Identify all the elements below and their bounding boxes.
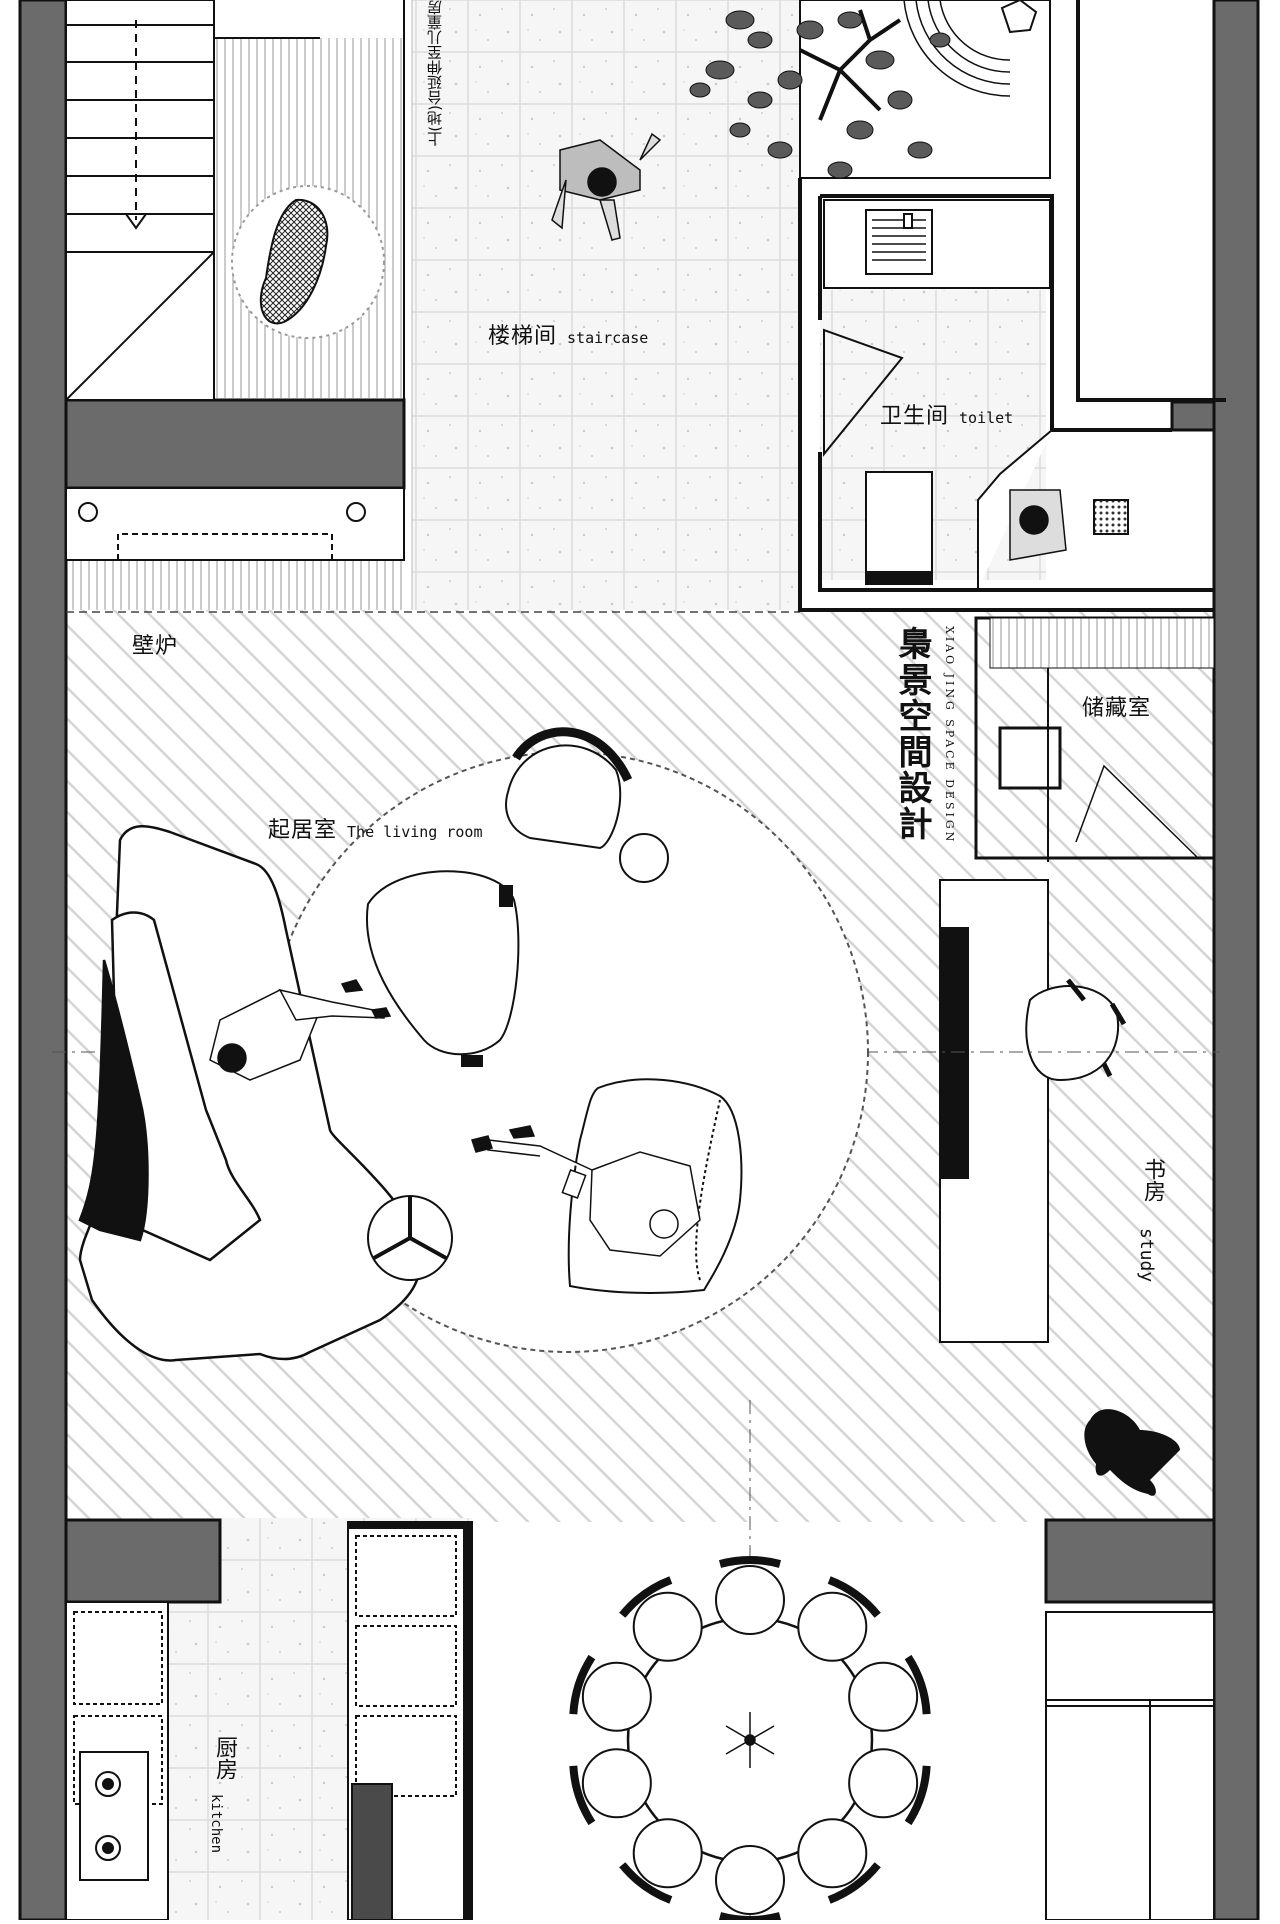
- tree: [689, 9, 951, 179]
- platform-rock: [231, 185, 385, 339]
- storage-room: [974, 616, 1216, 862]
- egg-chair: [365, 870, 520, 1067]
- logo: 梟景空間設計 XIAO JING SPACE DESIGN: [888, 626, 956, 844]
- lounge-chair-top: [505, 727, 633, 850]
- logo-en: XIAO JING SPACE DESIGN: [943, 626, 956, 845]
- living-label-cn: 起居室: [268, 818, 338, 843]
- fireplace-label: 壁炉: [132, 634, 179, 659]
- fireplace: [65, 487, 405, 561]
- sofa: [78, 825, 422, 1362]
- study: [939, 879, 1127, 1343]
- side-table: [367, 1195, 453, 1281]
- wall-left: [18, 0, 68, 1922]
- dining-table: [626, 1616, 874, 1864]
- staircase-label-en: staircase: [567, 329, 649, 347]
- living-label-en: The living room: [347, 823, 483, 841]
- study-label-cn: 书房: [1140, 1158, 1165, 1202]
- study-label-en: study: [1136, 1228, 1157, 1283]
- living-label: 起居室 The living room: [268, 812, 482, 844]
- staircase-floor-tile: [412, 0, 800, 610]
- wall-right: [1212, 0, 1260, 1922]
- toilet-walls: [798, 0, 1226, 612]
- storage-label: 储藏室: [1082, 696, 1152, 721]
- living-person-sofa: [209, 979, 392, 1081]
- wall-dining-nib: [1044, 1518, 1216, 1604]
- toilet-label-en: toilet: [959, 409, 1014, 427]
- toilet-label-cn: 卫生间: [880, 404, 950, 429]
- staircase-person: [551, 132, 662, 241]
- lounge-table: [619, 833, 669, 883]
- kitchen-label-en: kitchen: [208, 1794, 224, 1854]
- logo-cn: 梟景空間設計: [892, 626, 932, 842]
- stair-note: 上(地)台延伸至儿童房: [426, 0, 444, 147]
- walls: [18, 0, 1260, 1922]
- toilet-person: [1009, 489, 1067, 561]
- fireplace-hearth-wood: [66, 555, 406, 610]
- stair-flight: [65, 0, 405, 401]
- staircase-label-cn: 楼梯间: [488, 324, 558, 349]
- study-label: 书房 study: [1136, 1158, 1168, 1282]
- dog: [1084, 1409, 1180, 1496]
- kitchen: [65, 1521, 1215, 1921]
- wall-toilet-right-nib: [1170, 400, 1216, 432]
- toilet-label: 卫生间 toilet: [880, 398, 1013, 430]
- wall-kitchen-nib: [64, 1518, 222, 1604]
- kitchen-label-cn: 厨房: [212, 1736, 237, 1780]
- toilet-fixtures: [823, 199, 1129, 590]
- kitchen-label: 厨房 kitchen: [208, 1736, 240, 1853]
- living-person-beanbag: [471, 1125, 701, 1257]
- wall-upper-left-nib: [64, 398, 406, 490]
- staircase-label: 楼梯间 staircase: [488, 318, 648, 350]
